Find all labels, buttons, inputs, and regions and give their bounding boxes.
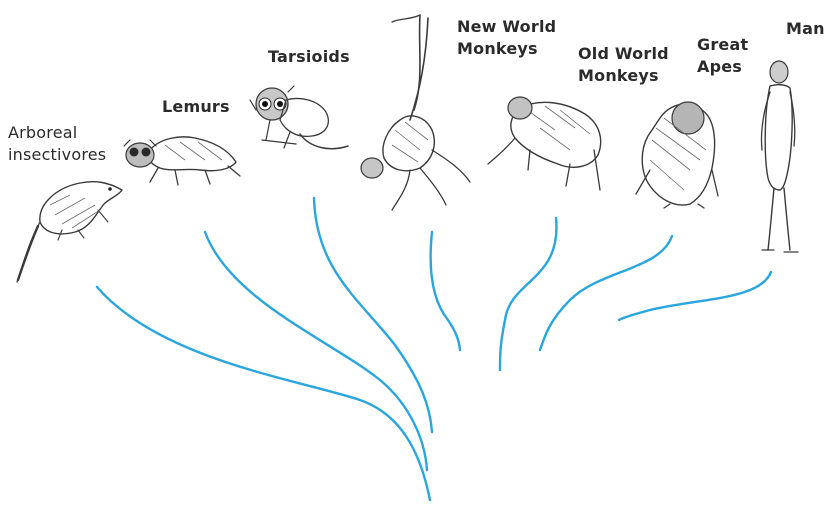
branch-new-world-monkeys <box>431 232 460 350</box>
tarsier-illustration <box>250 86 348 149</box>
branch-lines <box>97 198 771 500</box>
old-world-monkey-illustration <box>488 97 601 190</box>
new-world-monkey-illustration <box>361 15 470 210</box>
gorilla-illustration <box>636 102 718 208</box>
branch-man <box>619 272 771 320</box>
branch-old-world-monkeys <box>500 218 556 370</box>
lemur-illustration <box>124 137 240 185</box>
branch-great-apes <box>540 236 672 350</box>
branch-tarsioids <box>314 198 432 432</box>
branch-lemurs <box>205 232 427 470</box>
man-illustration <box>761 61 798 252</box>
branch-arboreal-insectivores <box>97 287 430 500</box>
tree-shrew-illustration <box>17 182 122 282</box>
